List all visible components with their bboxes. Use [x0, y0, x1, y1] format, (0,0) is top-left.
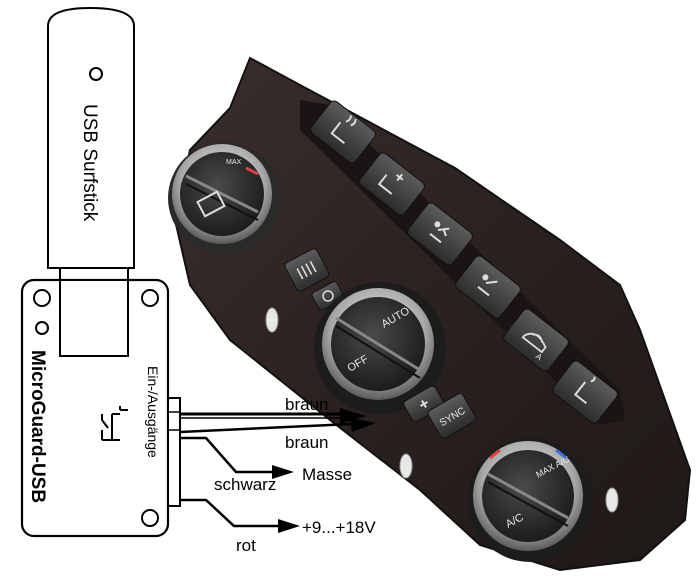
rear-defrost-icon	[296, 261, 317, 280]
arrow-icon	[278, 519, 300, 533]
fan-speed-icon	[420, 400, 428, 408]
wire-label-braun-1: braun	[285, 395, 328, 414]
relay-switch-icon	[101, 406, 128, 441]
mount-hole-icon	[35, 321, 49, 335]
wire-label-schwarz: schwarz	[214, 475, 276, 494]
mount-hole-icon	[141, 509, 159, 527]
stick-led-icon	[89, 67, 103, 81]
airflow-button[interactable]	[406, 201, 475, 267]
airflow-foot-button[interactable]	[454, 254, 523, 320]
seat-heat-icon	[330, 115, 357, 145]
defrost-icon	[196, 190, 226, 218]
mount-hole-icon	[33, 289, 51, 307]
stick-label: USB Surfstick	[79, 104, 100, 222]
usb-connector-mount	[59, 279, 129, 357]
rear-defrost-button[interactable]	[284, 247, 331, 292]
wire-schwarz	[180, 436, 274, 474]
usb-surfstick: USB Surfstick	[47, 6, 135, 269]
mounting-clip	[605, 487, 619, 513]
wire-label-voltage: +9...+18V	[302, 518, 376, 537]
car-recirculation-icon	[521, 332, 547, 354]
button-a-label: A	[534, 352, 544, 363]
wire-label-braun-2: braun	[285, 433, 328, 452]
temperature-knob-right[interactable]: MAX A/C A/C	[468, 438, 592, 562]
seat-heat-right-button[interactable]	[551, 359, 620, 425]
sync-button[interactable]: SYNC	[427, 392, 478, 440]
seat-vent-icon	[377, 173, 404, 195]
airflow-icon	[429, 227, 450, 244]
io-label: Ein-/Ausgänge	[145, 366, 161, 458]
terminal-block	[167, 397, 181, 507]
mount-hole-icon	[141, 289, 159, 307]
seat-heat-right-icon	[573, 376, 596, 405]
seat-heat-button[interactable]	[309, 99, 378, 165]
auto-knob[interactable]: AUTO OFF	[314, 282, 446, 414]
wire-label-rot: rot	[236, 536, 256, 555]
arrow-icon	[350, 418, 376, 432]
fan-icon	[322, 290, 334, 302]
recirculation-button[interactable]: A	[502, 307, 571, 373]
mounting-clip	[265, 307, 279, 333]
wire-braun-2	[179, 422, 353, 434]
wire-rot	[180, 498, 280, 528]
microguard-device: MicroGuard-USB Ein-/Ausgänge	[20, 278, 181, 538]
arrow-icon	[340, 408, 366, 424]
knob-left-max: MAX	[226, 159, 242, 166]
mounting-clip	[399, 453, 413, 479]
device-name: MicroGuard-USB	[27, 350, 48, 503]
wire-label-masse: Masse	[302, 465, 352, 484]
seat-vent-button[interactable]	[358, 151, 427, 217]
arrow-icon	[272, 465, 294, 479]
temperature-knob-left[interactable]: MAX	[168, 142, 280, 254]
airflow-foot-icon	[477, 280, 498, 297]
